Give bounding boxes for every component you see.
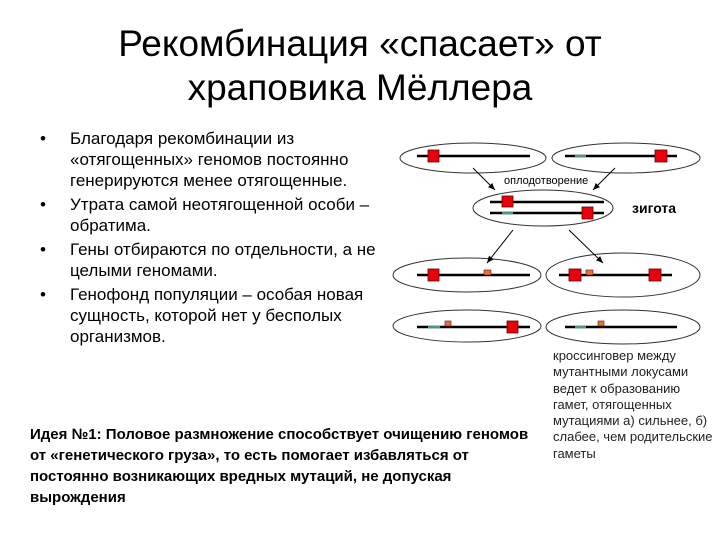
mutation-mark xyxy=(581,206,594,220)
mutation-mark xyxy=(506,320,519,334)
mutation-mark xyxy=(648,268,662,282)
mutation-mark xyxy=(427,268,440,282)
mutation-mark xyxy=(568,268,582,282)
bullet-list: • Благодаря рекомбинации из «отягощенных»… xyxy=(36,128,376,350)
mutation-mark xyxy=(654,149,668,163)
bullet-item: • Утрата самой неотягощенной особи – обра… xyxy=(36,194,376,236)
marker-segments xyxy=(428,154,586,329)
bullet-marker: • xyxy=(40,129,46,148)
mutation-mark xyxy=(427,149,440,163)
slide-title: Рекомбинация «спасает» от храповика Мёлл… xyxy=(0,22,720,110)
gamete-6 xyxy=(545,309,701,345)
small-mutation-mark xyxy=(597,320,605,327)
mutation-mark xyxy=(501,195,514,208)
bullet-item: • Генофонд популяции – особая новая сущно… xyxy=(36,284,376,347)
arrow-icon xyxy=(568,229,604,264)
bullet-text: Гены отбираются по отдельности, а не цел… xyxy=(70,240,376,280)
zygote-label: зигота xyxy=(632,200,676,216)
bullet-text: Утрата самой неотягощенной особи – обрат… xyxy=(70,195,370,235)
bullet-item: • Благодаря рекомбинации из «отягощенных»… xyxy=(36,128,376,191)
parent-gamete-1 xyxy=(399,142,547,174)
zygote xyxy=(472,189,614,227)
small-mutations xyxy=(444,269,605,327)
arrow-icon xyxy=(486,229,514,264)
bullet-marker: • xyxy=(40,195,46,214)
gamete-5 xyxy=(392,309,542,343)
bullet-text: Генофонд популяции – особая новая сущнос… xyxy=(70,285,364,346)
arrow-icon xyxy=(592,167,616,191)
mutations xyxy=(427,149,668,334)
bullet-text: Благодаря рекомбинации из «отягощенных» … xyxy=(70,129,349,190)
small-mutation-mark xyxy=(444,320,452,327)
gamete-3 xyxy=(392,257,542,293)
gamete-4 xyxy=(545,252,701,298)
small-mutation-mark xyxy=(483,269,492,276)
crossover-note: кроссинговер между мутантными локусами в… xyxy=(553,348,713,461)
title-line-1: Рекомбинация «спасает» от xyxy=(118,23,602,64)
title-line-2: храповика Мёллера xyxy=(187,67,533,108)
cell-ellipses xyxy=(392,142,701,345)
arrow-icon xyxy=(472,167,496,191)
small-mutation-mark xyxy=(585,269,594,276)
bullet-marker: • xyxy=(40,240,46,259)
parent-gamete-2 xyxy=(551,142,701,174)
arrows xyxy=(472,167,616,264)
bullet-item: • Гены отбираются по отдельности, а не це… xyxy=(36,239,376,281)
bullet-marker: • xyxy=(40,285,46,304)
idea-statement: Идея №1: Половое размножение способствуе… xyxy=(30,426,529,506)
fertilization-label: оплодотворение xyxy=(504,175,588,187)
